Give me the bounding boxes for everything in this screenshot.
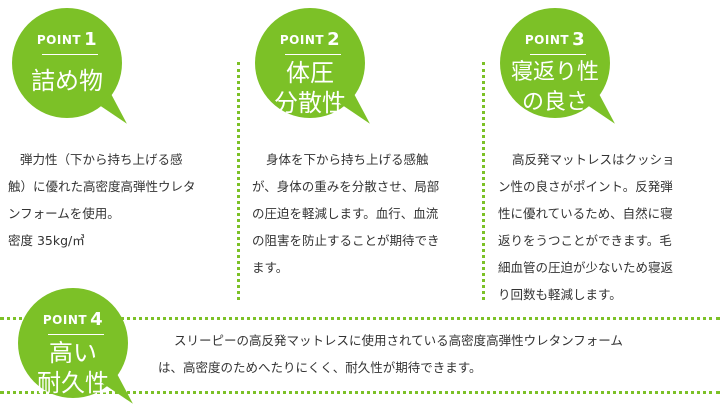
point-3-body: 高反発マットレスはクッショ ン性の良さがポイント。反発弾 性に優れているため、自… bbox=[498, 146, 720, 308]
divider-horizontal-top bbox=[0, 317, 720, 320]
point-3-body-line: 高反発マットレスはクッショ bbox=[512, 152, 675, 167]
point-4-body-line: スリーピーの高反発マットレスに使用されている高密度高弾性ウレタンフォーム bbox=[174, 333, 623, 348]
point-4-body-line: は、高密度のためへたりにくく、耐久性が期待できます。 bbox=[158, 360, 482, 375]
point-1-body: 弾力性（下から持ち上げる感 触）に優れた高密度高弾性ウレタ ンフォームを使用。 … bbox=[8, 146, 233, 254]
point-2-body-line: の阻害を防止することが期待でき bbox=[252, 233, 440, 248]
point-1-body-line: 密度 35kg/㎥ bbox=[8, 233, 85, 248]
point-3-body-line: ン性の良さがポイント。反発弾 bbox=[498, 179, 673, 194]
point-3-body-line: 性に優れているため、自然に寝 bbox=[498, 206, 673, 221]
point-4-title: 高い 耐久性 bbox=[37, 339, 109, 397]
point-2-body-line: 身体を下から持ち上げる感触 bbox=[266, 152, 429, 167]
point-3-body-line: 細血管の圧迫が少ないため寝返 bbox=[498, 260, 674, 275]
point-4-body: スリーピーの高反発マットレスに使用されている高密度高弾性ウレタンフォーム は、高… bbox=[158, 327, 718, 381]
point-1-body-line: 弾力性（下から持ち上げる感 bbox=[20, 152, 183, 167]
point-4-rule bbox=[48, 334, 104, 335]
point-1-title: 詰め物 bbox=[31, 67, 103, 95]
point-1-rule bbox=[42, 54, 98, 55]
point-3-rule bbox=[530, 54, 586, 55]
point-2-title: 体圧 分散性 bbox=[274, 59, 346, 117]
point-1-body-line: 触）に優れた高密度高弾性ウレタ bbox=[8, 179, 196, 194]
point-2-body-line: が、身体の重みを分散させ、局部 bbox=[252, 179, 440, 194]
divider-vertical-1 bbox=[237, 62, 240, 300]
point-1-body-line: ンフォームを使用。 bbox=[8, 206, 120, 221]
point-2-body: 身体を下から持ち上げる感触 が、身体の重みを分散させ、局部 の圧迫を軽減します。… bbox=[252, 146, 477, 281]
point-2-rule bbox=[285, 54, 341, 55]
divider-horizontal-bottom bbox=[0, 391, 720, 394]
point-3-title: 寝返り性 の良さ bbox=[510, 60, 599, 115]
point-2-body-line: ます。 bbox=[252, 260, 289, 275]
point-3-body-line: 返りをうつことができます。毛 bbox=[498, 233, 672, 248]
point-2-body-line: の圧迫を軽減します。血行、血流 bbox=[252, 206, 439, 221]
point-3-body-line: り回数も軽減します。 bbox=[498, 287, 622, 302]
divider-vertical-2 bbox=[482, 62, 485, 300]
